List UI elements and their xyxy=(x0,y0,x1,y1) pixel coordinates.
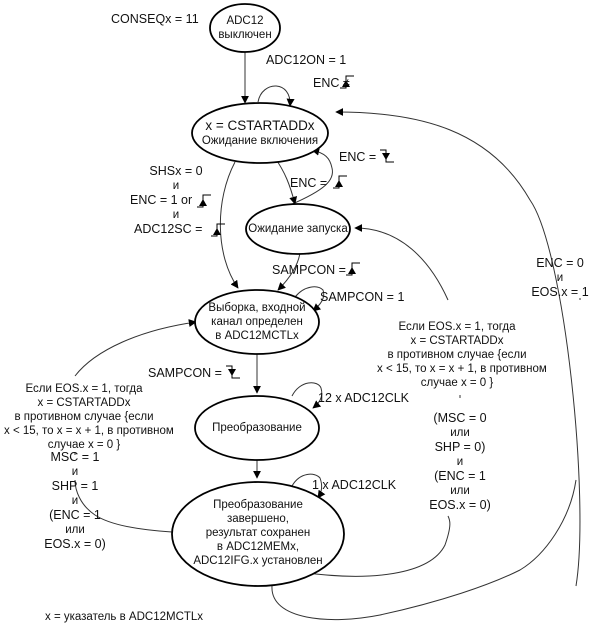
state-sample-label: Выборка, входной канал определен в ADC12… xyxy=(195,301,319,343)
state-off-line: ADC12 xyxy=(226,15,264,27)
state-convert-line: Преобразование xyxy=(212,422,302,434)
condition-line: и xyxy=(172,209,180,221)
condition-line: и xyxy=(71,495,79,507)
falling-edge-icon xyxy=(226,365,240,379)
state-sample-line: в ADC12MCTLx xyxy=(215,330,299,342)
state-convert-label: Преобразование xyxy=(195,421,319,435)
falling-edge-icon xyxy=(380,149,394,163)
state-sample xyxy=(194,289,320,355)
enc0-eos1-condition: ENC = 0 и EOS.x = 1 xyxy=(530,256,590,300)
pointer-update-left: Если EOS.x = 1, тогда x = CSTARTADDx в п… xyxy=(4,382,174,452)
clk1-label: 1 x ADC12CLK xyxy=(312,478,397,492)
rising-edge-icon xyxy=(340,75,354,89)
rising-edge-icon xyxy=(333,175,347,189)
state-convert xyxy=(194,395,320,461)
pointer-line: Если EOS.x = 1, тогда xyxy=(25,383,143,395)
state-wait-enable-line: Ожидание включения xyxy=(201,135,319,147)
pointer-line: случае x = 0 } xyxy=(47,439,121,451)
pointer-line: Если EOS.x = 1, тогда xyxy=(398,321,516,333)
condition-line: и xyxy=(172,180,180,192)
condition-line: EOS.x = 0) xyxy=(44,537,106,551)
state-done-label: Преобразование завершено, результат сохр… xyxy=(172,498,344,568)
edge-enc-fall-to-wait-enable xyxy=(289,147,333,206)
state-done xyxy=(171,481,345,587)
state-sample-line: Выборка, входной xyxy=(208,302,306,314)
edge-done-to-wait-trigger-right xyxy=(299,228,461,577)
sampcon-fall-label: SAMPCON = xyxy=(148,366,222,380)
state-wait-enable xyxy=(191,102,329,164)
condition-line: EOS.x = 0) xyxy=(429,498,491,512)
state-off-line: выключен xyxy=(218,29,272,41)
condition-line: или xyxy=(450,485,470,497)
pointer-line: в противном случае {если xyxy=(14,411,154,423)
edge-eos-return-to-wait-enable xyxy=(335,108,581,587)
edge-sampcon-hold-loop xyxy=(294,286,325,312)
condition-line: или xyxy=(450,427,470,439)
enc-rise-label: ENC = xyxy=(290,176,328,190)
condition-line: SHSx = 0 xyxy=(149,164,203,178)
pointer-line: случае x = 0 } xyxy=(420,377,494,389)
condition-line: и xyxy=(456,456,464,468)
condition-line: (ENC = 1 xyxy=(434,469,486,483)
state-done-line: завершено, xyxy=(226,513,289,525)
state-sample-line: канал определен xyxy=(211,316,303,328)
pointer-line: x < 15, то x = x + 1, в противном xyxy=(377,363,547,375)
condition-line: и xyxy=(71,466,79,478)
edge-done-to-sample-left xyxy=(74,322,196,533)
sampcon-rise-label: SAMPCON = xyxy=(272,263,346,277)
pointer-line: x < 15, то x = x + 1, в противном xyxy=(4,425,174,437)
enc-fall-label: ENC = xyxy=(339,150,377,164)
edge-enc-not-rise-loop xyxy=(257,85,295,107)
condition-line: ENC = 1 or xyxy=(130,193,193,207)
edge-clk12-loop xyxy=(291,382,323,409)
condition-line: или xyxy=(65,524,85,536)
condition-line: SHP = 0) xyxy=(434,440,486,454)
state-wait-trigger-label: Ожидание запуска xyxy=(246,222,350,236)
condition-line: и xyxy=(556,272,564,284)
pointer-line: x = CSTARTADDx xyxy=(410,335,504,347)
condition-line: (MSC = 0 xyxy=(433,411,487,425)
pointer-update-right: Если EOS.x = 1, тогда x = CSTARTADDx в п… xyxy=(377,320,547,390)
rising-edge-icon xyxy=(346,262,360,276)
state-done-line: в ADC12MEMx, xyxy=(216,541,300,553)
state-adc12-off xyxy=(209,3,281,53)
condition-line: ADC12SC = xyxy=(134,222,203,236)
state-wait-trigger xyxy=(245,203,351,255)
state-wait-enable-label: x = CSTARTADDx Ожидание включения xyxy=(192,118,328,148)
condition-line: SHP = 1 xyxy=(51,479,99,493)
rising-edge-icon xyxy=(211,223,225,237)
direct-trigger-condition: SHSx = 0 и ENC = 1 or и ADC12SC = xyxy=(128,164,224,237)
state-off-label: ADC12 выключен xyxy=(210,14,280,42)
mode-label: CONSEQx = 11 xyxy=(111,12,199,26)
state-done-line: ADC12IFG.x установлен xyxy=(193,555,323,567)
repeat-condition: MSC = 1 и SHP = 1 и (ENC = 1 или EOS.x =… xyxy=(40,450,110,552)
adc-on-label: ADC12ON = 1 xyxy=(266,53,347,67)
edge-done-to-eos-return xyxy=(271,298,581,621)
state-wait-enable-line: x = CSTARTADDx xyxy=(205,118,315,133)
pointer-line: x = CSTARTADDx xyxy=(37,397,131,409)
condition-line: MSC = 1 xyxy=(50,450,100,464)
condition-line: ENC = 0 xyxy=(536,256,584,270)
condition-line: EOS.x = 1 xyxy=(531,285,589,299)
state-wait-trigger-line: Ожидание запуска xyxy=(248,223,348,235)
clk12-label: 12 x ADC12CLK xyxy=(318,391,410,405)
condition-line: (ENC = 1 xyxy=(49,508,101,522)
sampcon-hold-label: SAMPCON = 1 xyxy=(320,290,405,304)
state-done-line: результат сохранен xyxy=(205,527,311,539)
edge-direct-to-sample xyxy=(219,161,239,289)
rising-edge-icon xyxy=(197,194,211,208)
state-done-line: Преобразование xyxy=(213,499,303,511)
edge-clk1-loop xyxy=(291,473,326,499)
pointer-line: в противном случае {если xyxy=(387,349,527,361)
footnote: x = указатель в ADC12MCTLx xyxy=(45,611,204,623)
edge-wait-trigger-to-sample xyxy=(277,252,301,291)
retrigger-condition: (MSC = 0 или SHP = 0) и (ENC = 1 или EOS… xyxy=(424,411,496,513)
enc-not-rise-label: ENC ≠ xyxy=(313,76,350,90)
